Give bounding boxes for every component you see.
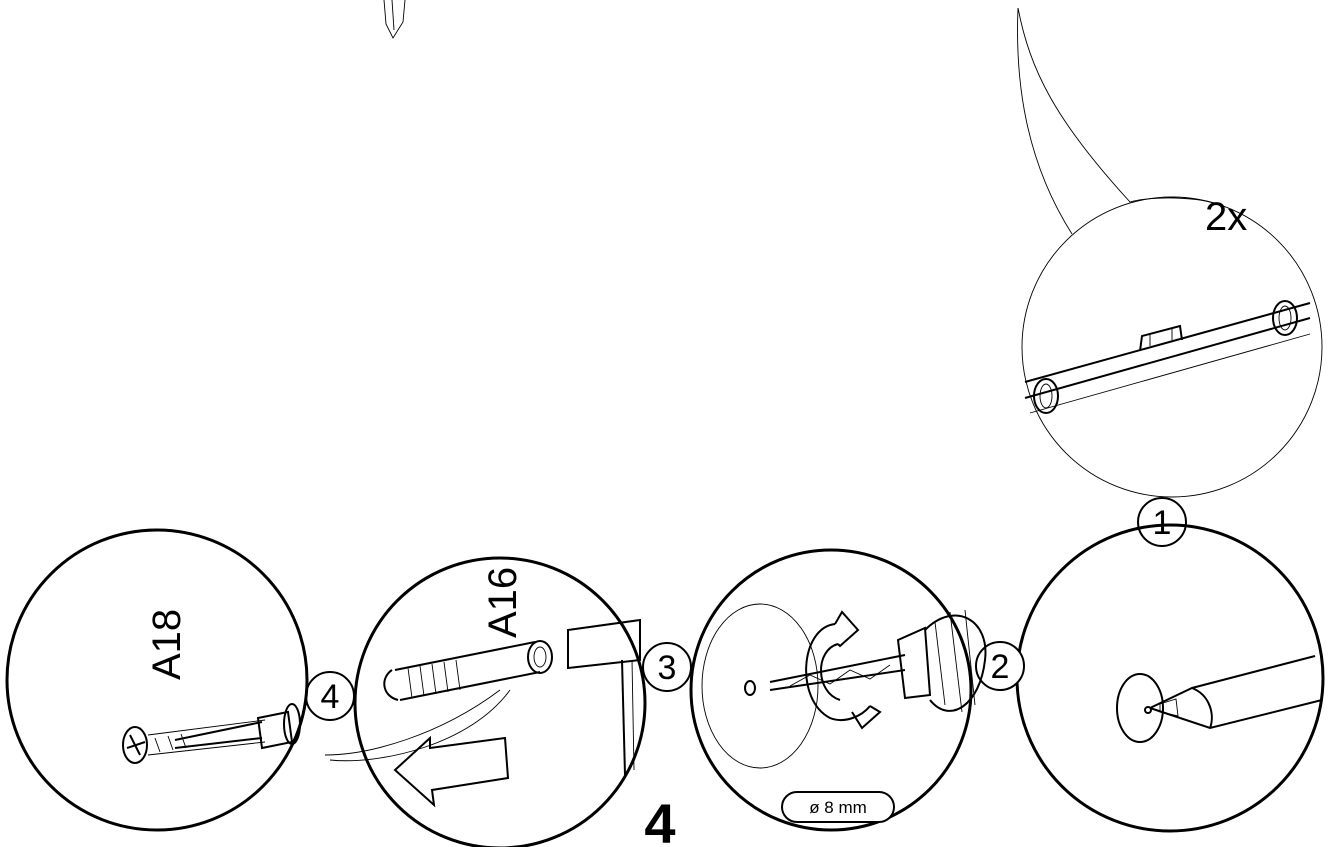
svg-text:3: 3 [658, 649, 677, 687]
svg-text:4: 4 [321, 678, 340, 716]
drill-icon [769, 609, 987, 713]
step-number: 4 [644, 792, 675, 847]
callout-1: 1 [1137, 497, 1187, 547]
clip-left-icon [1033, 378, 1059, 414]
wall-plug-icon [383, 640, 553, 701]
wall-block-icon [567, 618, 641, 776]
screwdriver-icon [174, 703, 301, 750]
callout-3: 3 [642, 642, 692, 692]
detail-pointer [1017, 7, 1223, 235]
step-circle-plug: A16 [324, 556, 647, 847]
step-circle-mark [1015, 523, 1325, 833]
pointer-tip-icon [383, 0, 406, 39]
step-circle-drill: ø 8 mm [689, 548, 987, 832]
detail-quantity: 2x [1205, 195, 1247, 239]
callout-4: 4 [305, 671, 355, 721]
detail-circle [1021, 196, 1323, 498]
clip-right-icon [1272, 300, 1298, 336]
svg-text:ø 8 mm: ø 8 mm [809, 798, 867, 817]
push-arrow-icon [393, 735, 510, 808]
step-circle-screw: A18 [5, 528, 309, 832]
callout-2: 2 [975, 641, 1025, 691]
drill-size-badge: ø 8 mm [781, 791, 895, 823]
rotation-arrow-icon [805, 610, 882, 730]
plug-part-label: A16 [481, 567, 525, 638]
svg-text:2: 2 [991, 648, 1010, 686]
pencil-icon [1149, 655, 1323, 730]
svg-text:1: 1 [1153, 504, 1172, 542]
screw-part-label: A18 [145, 609, 189, 680]
screw-icon [122, 719, 266, 764]
